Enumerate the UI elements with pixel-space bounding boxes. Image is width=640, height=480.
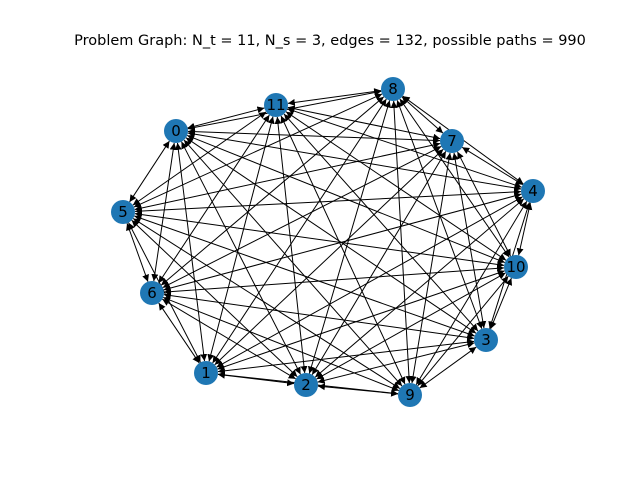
node-4 [521, 179, 545, 203]
edge-10-11 [285, 111, 507, 261]
edge-6-7 [162, 145, 442, 289]
node-label-1: 1 [201, 364, 211, 382]
edge-0-6 [151, 142, 177, 282]
edge-1-7 [214, 148, 444, 366]
edge-2-3 [317, 341, 475, 384]
edge-7-10 [456, 151, 512, 257]
edge-4-6 [163, 192, 522, 292]
edge-3-7 [451, 152, 487, 329]
edge-0-4 [187, 130, 522, 192]
edge-7-8 [401, 96, 444, 134]
node-label-5: 5 [118, 203, 128, 221]
node-layer: 0 1 2 3 4 5 6 7 8 9 10 11 [111, 77, 545, 407]
edge-6-11 [158, 114, 270, 284]
edge-4-9 [415, 201, 528, 385]
node-10 [504, 255, 528, 279]
node-label-3: 3 [481, 331, 491, 349]
node-label-10: 10 [506, 258, 525, 276]
node-label-4: 4 [528, 182, 538, 200]
edge-5-8 [133, 93, 383, 208]
node-label-7: 7 [447, 132, 457, 150]
edge-2-9 [317, 383, 399, 397]
node-8 [381, 77, 405, 101]
node-label-9: 9 [405, 386, 415, 404]
edge-5-11 [132, 111, 267, 206]
node-1 [194, 361, 218, 385]
edge-2-4 [314, 198, 525, 378]
node-label-8: 8 [388, 80, 398, 98]
edge-4-10 [516, 202, 533, 256]
graph-title: Problem Graph: N_t = 11, N_s = 3, edges … [74, 33, 586, 49]
node-5 [111, 200, 135, 224]
edge-6-8 [160, 96, 385, 286]
edge-5-9 [132, 218, 401, 389]
edge-1-6 [158, 302, 200, 364]
edge-1-11 [207, 116, 275, 362]
edge-2-8 [307, 100, 392, 374]
edge-2-11 [274, 116, 308, 374]
edge-3-9 [419, 346, 477, 389]
node-9 [398, 383, 422, 407]
edge-9-10 [417, 275, 509, 387]
edge-2-6 [162, 298, 296, 380]
edge-0-11 [187, 106, 265, 130]
node-11 [264, 93, 288, 117]
node-3 [474, 328, 498, 352]
edge-7-9 [409, 152, 453, 384]
node-label-6: 6 [147, 284, 157, 302]
edge-1-3 [217, 338, 475, 375]
edge-8-9 [390, 100, 413, 384]
node-0 [164, 119, 188, 143]
node-label-0: 0 [171, 122, 181, 140]
node-2 [294, 373, 318, 397]
edge-2-7 [311, 151, 447, 375]
edge-layer [126, 88, 533, 397]
edge-5-7 [134, 141, 441, 212]
node-6 [140, 281, 164, 305]
node-label-11: 11 [266, 96, 285, 114]
node-7 [440, 129, 464, 153]
edge-8-11 [287, 88, 382, 106]
node-label-2: 2 [301, 376, 311, 394]
edge-0-5 [129, 140, 170, 203]
